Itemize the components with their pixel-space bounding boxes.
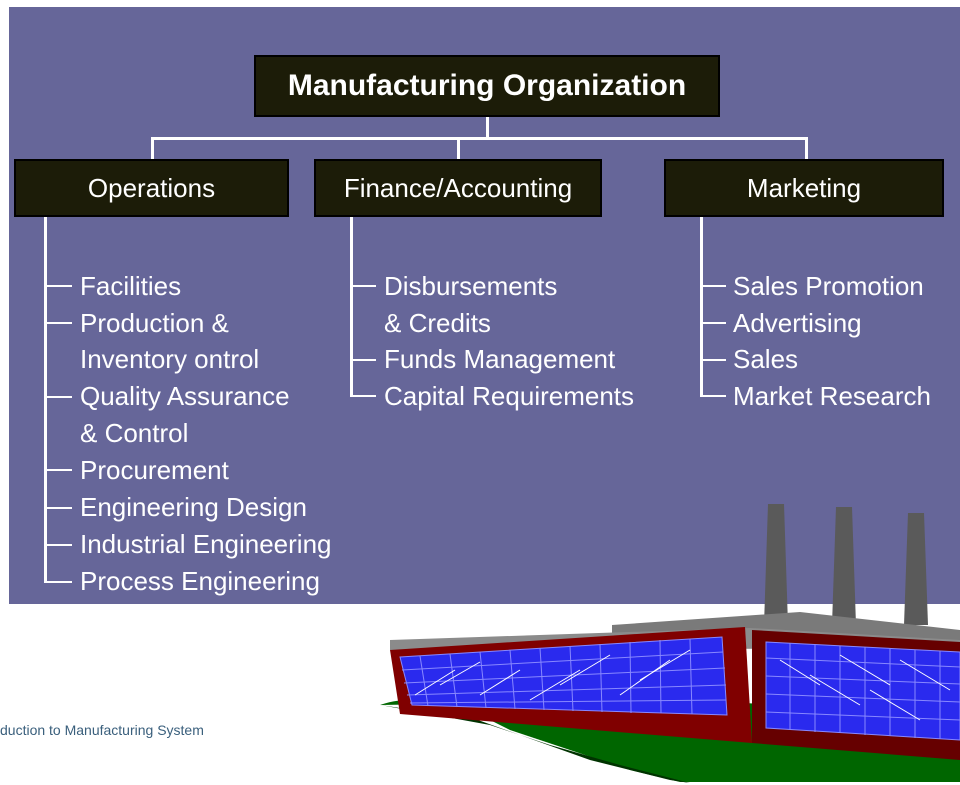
ops-item: & Control — [80, 418, 189, 448]
dept-box-operations: Operations — [14, 159, 289, 217]
fin-item: Capital Requirements — [384, 381, 635, 411]
ops-spine — [44, 217, 47, 583]
tick — [700, 395, 726, 397]
tick — [44, 544, 72, 546]
tick — [44, 396, 72, 398]
mkt-spine — [700, 217, 703, 396]
dept-box-finance: Finance/Accounting — [314, 159, 602, 217]
connector-title-down — [486, 117, 489, 139]
tick — [700, 359, 726, 361]
ops-item: Facilities — [80, 271, 182, 301]
fin-item: Disbursements — [384, 271, 558, 301]
tick — [350, 359, 376, 361]
factory-illustration — [380, 504, 960, 783]
dept-box-marketing: Marketing — [664, 159, 944, 217]
ops-item: Industrial Engineering — [80, 529, 332, 559]
fin-item: & Credits — [384, 308, 491, 338]
mkt-item: Sales — [733, 344, 799, 374]
connector-mkt-down — [805, 137, 808, 159]
mkt-item: Market Research — [733, 381, 931, 411]
tick — [700, 285, 726, 287]
connector-ops-down — [151, 137, 154, 159]
tick — [700, 322, 726, 324]
tick — [44, 322, 72, 324]
mkt-item: Advertising — [733, 308, 862, 338]
mkt-item: Sales Promotion — [733, 271, 924, 301]
ops-item: Quality Assurance — [80, 381, 290, 411]
connector-fin-down — [457, 137, 460, 159]
tick — [44, 469, 72, 471]
tick — [350, 285, 376, 287]
ops-item: Procurement — [80, 455, 229, 485]
ops-item: Engineering Design — [80, 492, 307, 522]
footer-caption: duction to Manufacturing System — [0, 722, 204, 738]
ops-item: Process Engineering — [80, 566, 320, 596]
fin-spine — [350, 217, 353, 396]
fin-item: Funds Management — [384, 344, 616, 374]
org-title-box: Manufacturing Organization — [254, 55, 720, 117]
ops-item: Inventory ontrol — [80, 344, 260, 374]
tick — [350, 395, 376, 397]
ops-item: Production & — [80, 308, 229, 338]
connector-horizontal — [151, 137, 808, 140]
tick — [44, 507, 72, 509]
tick — [44, 285, 72, 287]
tick — [44, 581, 72, 583]
